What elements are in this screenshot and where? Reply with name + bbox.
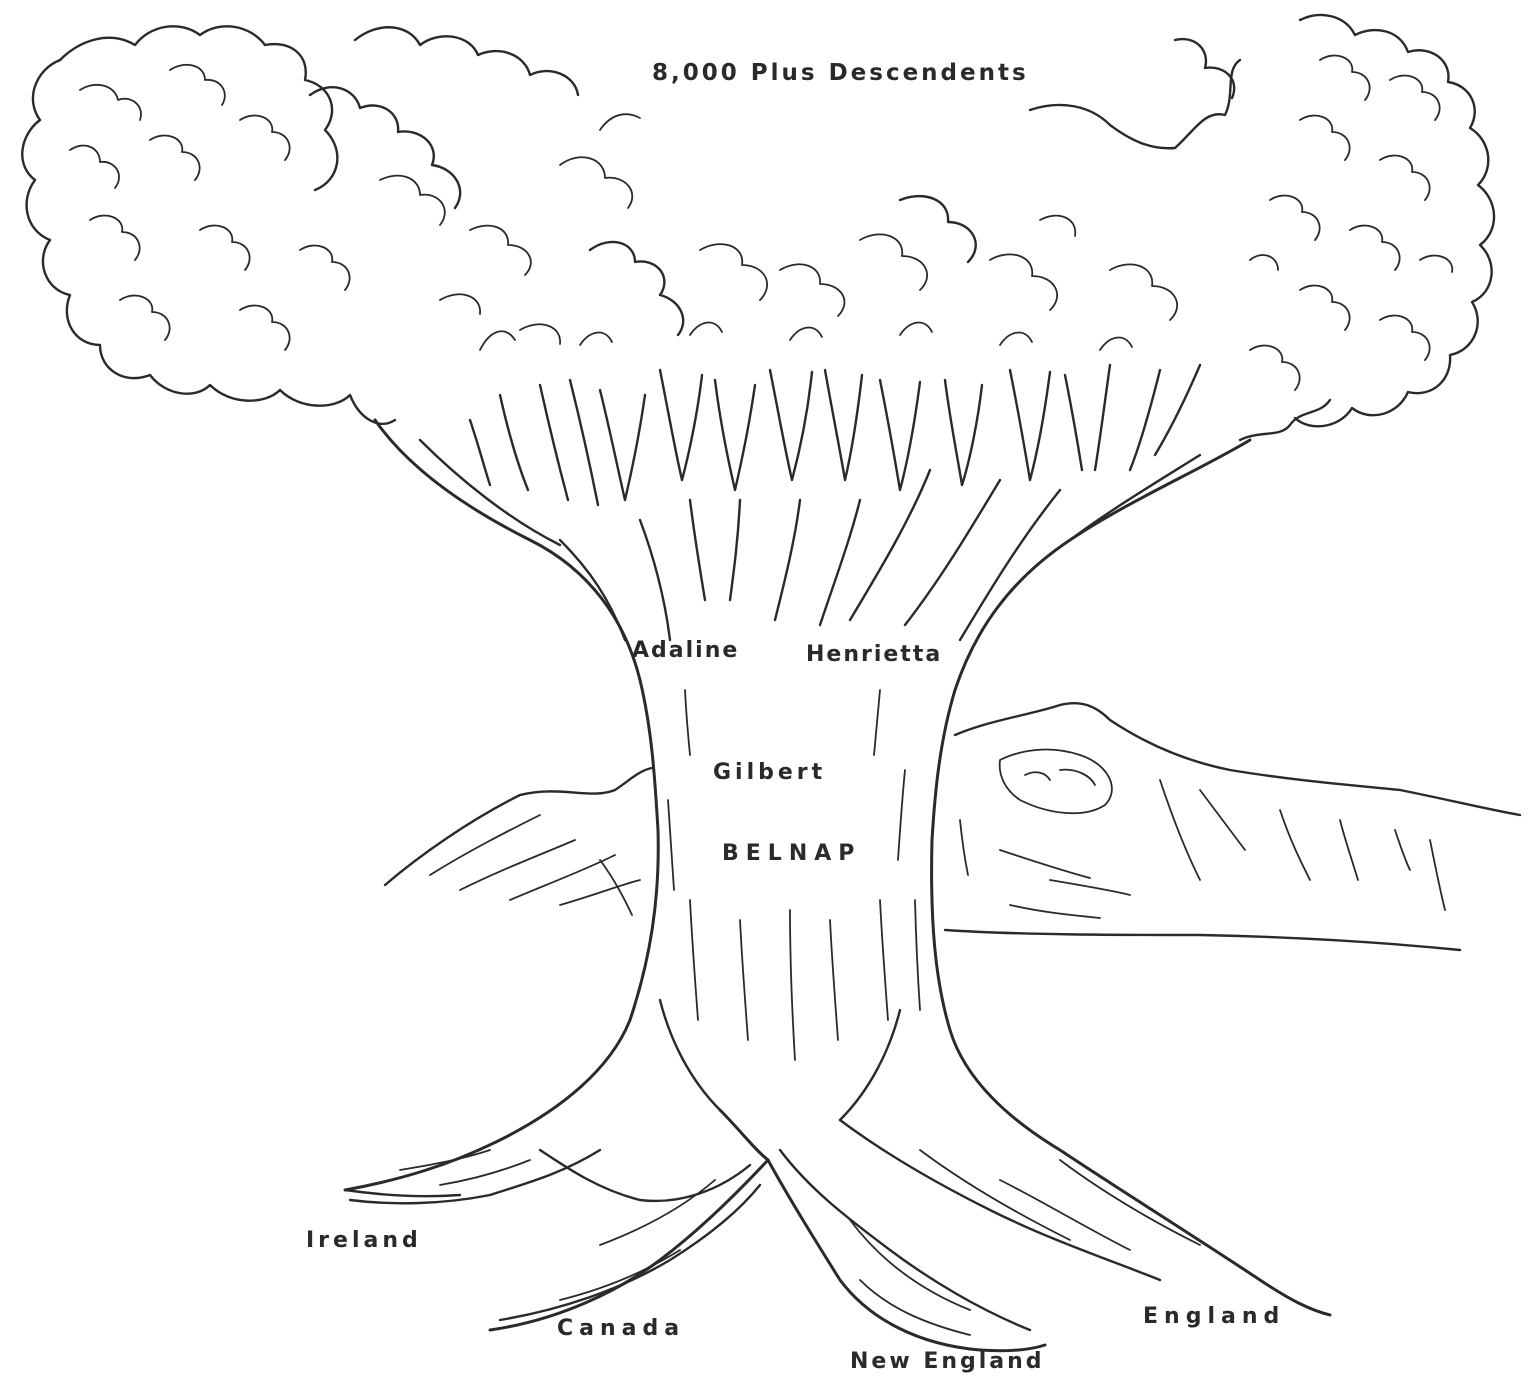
left-mountain xyxy=(383,766,654,887)
tree-crown xyxy=(21,13,1496,442)
root-label-england: England xyxy=(1143,1304,1286,1329)
root-label-ireland: Ireland xyxy=(306,1228,422,1253)
trunk-label-first-name: Gilbert xyxy=(713,760,827,785)
branch-label-right: Henrietta xyxy=(806,642,943,667)
tree-title: 8,000 Plus Descendents xyxy=(652,60,1029,86)
tree-roots xyxy=(343,1108,1201,1353)
trunk-label-surname: BELNAP xyxy=(722,841,862,866)
trunk-right-outline xyxy=(930,438,1332,1317)
tree-trunk xyxy=(343,418,1332,1317)
trunk-left-outline xyxy=(343,418,660,1192)
mountains xyxy=(383,701,1522,952)
right-mountain xyxy=(953,701,1522,817)
branch-label-left: Adaline xyxy=(632,638,740,663)
branches xyxy=(468,321,1202,507)
root-label-new-england: New England xyxy=(850,1349,1045,1374)
root-label-canada: Canada xyxy=(557,1316,686,1341)
